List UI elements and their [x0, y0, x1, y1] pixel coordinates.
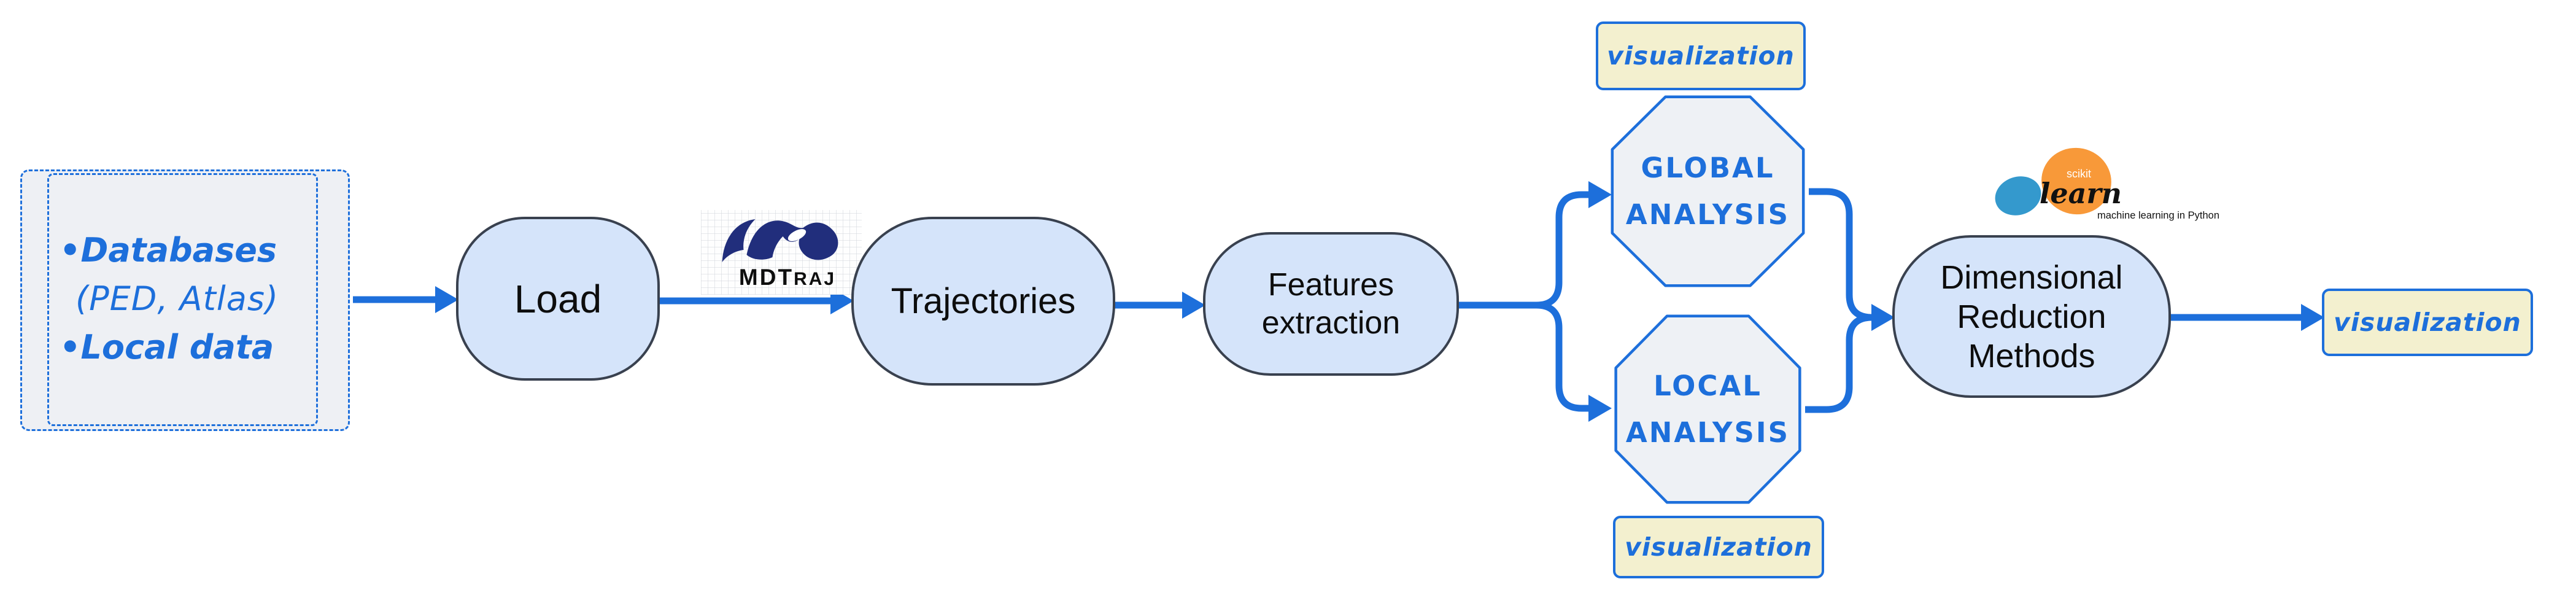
arrowhead-to-local — [1588, 395, 1612, 422]
branch-to-local — [1536, 301, 1590, 412]
node-dimensional-reduction: Dimensional Reduction Methods — [1892, 235, 2171, 398]
scikit-learn-scikit-text: scikit — [2067, 168, 2091, 180]
scikit-learn-tagline: machine learning in Python — [2097, 210, 2219, 221]
node-local-analysis: LOCAL ANALYSIS — [1613, 313, 1803, 505]
source-line-databases: •Databases — [60, 231, 277, 270]
visualization-box-right: visualization — [2322, 289, 2533, 356]
visualization-right-label: visualization — [2334, 308, 2521, 337]
global-analysis-line2: ANALYSIS — [1625, 198, 1790, 231]
node-features-extraction: Features extraction — [1203, 232, 1459, 376]
scikit-learn-logo: scikit learn machine learning in Python — [1995, 147, 2219, 221]
node-dimensional-line2: Reduction — [1957, 298, 2106, 335]
visualization-box-bottom: visualization — [1613, 516, 1824, 578]
source-line-ped-atlas: (PED, Atlas) — [75, 279, 279, 318]
node-load: Load — [456, 217, 660, 381]
global-analysis-line1: GLOBAL — [1641, 151, 1775, 184]
mdtraj-wordmark-raj: RAJ — [794, 269, 837, 289]
arrowhead-trajectories-to-features — [1182, 292, 1205, 319]
scikit-learn-learn-text: learn — [2040, 177, 2122, 210]
source-data-box-inner-frame — [47, 173, 318, 426]
local-analysis-line1: LOCAL — [1654, 369, 1762, 402]
node-dimensional-line3: Methods — [1968, 337, 2095, 375]
arrowhead-to-visualization — [2301, 304, 2324, 331]
local-analysis-text: LOCAL ANALYSIS — [1613, 313, 1803, 505]
local-analysis-octagon-shape — [1613, 313, 1803, 505]
node-trajectories-label: Trajectories — [891, 281, 1076, 321]
merge-from-global — [1809, 188, 1873, 321]
scikit-learn-blue-blob — [1995, 176, 2041, 216]
global-analysis-octagon-shape — [1609, 94, 1806, 289]
arrowhead-source-to-load — [435, 286, 458, 313]
visualization-box-top: visualization — [1596, 21, 1806, 90]
node-features-line1: Features — [1267, 267, 1394, 303]
node-features-line2: extraction — [1261, 305, 1401, 341]
visualization-bottom-label: visualization — [1625, 532, 1812, 562]
source-data-box — [20, 169, 350, 431]
arrowhead-to-global — [1588, 181, 1612, 208]
source-line-local-data: •Local data — [60, 328, 274, 367]
mdtraj-swoosh-icon — [722, 219, 838, 262]
mdtraj-wordmark: MDTRAJ — [726, 265, 849, 290]
source-data-text: •Databases (PED, Atlas) •Local data — [60, 226, 311, 371]
branch-to-global — [1459, 191, 1590, 309]
node-dimensional-line1: Dimensional — [1940, 258, 2123, 296]
merge-from-local — [1805, 314, 1873, 413]
visualization-top-label: visualization — [1607, 41, 1795, 71]
scikit-learn-orange-blob — [2041, 147, 2111, 215]
node-global-analysis: GLOBAL ANALYSIS — [1609, 94, 1806, 289]
global-analysis-text: GLOBAL ANALYSIS — [1609, 94, 1806, 289]
node-trajectories: Trajectories — [851, 217, 1115, 386]
mdtraj-wordmark-mdt: MDT — [738, 265, 794, 290]
local-analysis-line2: ANALYSIS — [1625, 416, 1790, 449]
node-load-label: Load — [514, 276, 602, 321]
arrowhead-to-dimensional — [1871, 304, 1895, 331]
